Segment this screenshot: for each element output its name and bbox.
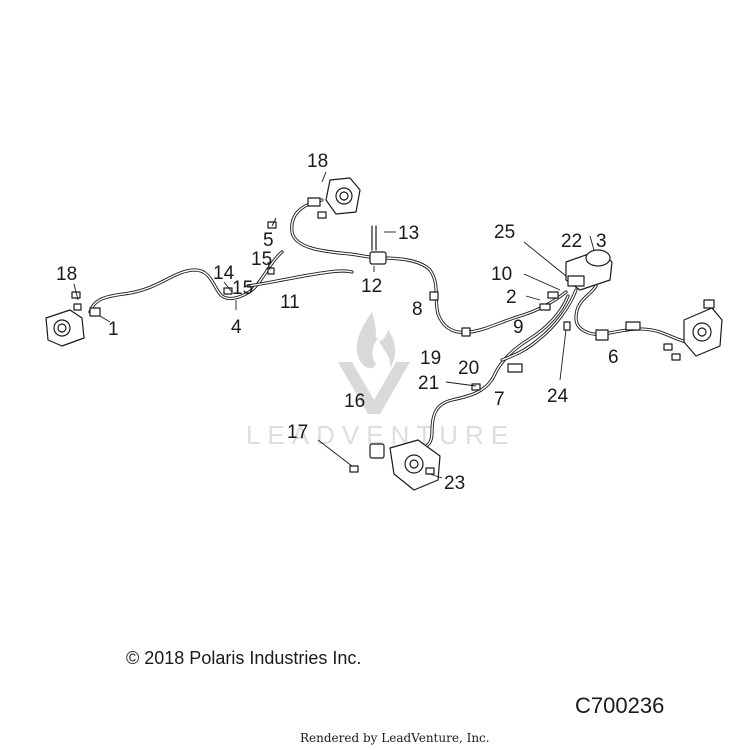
callout-1: 1	[108, 319, 119, 340]
callout-18-top: 18	[307, 151, 328, 172]
master-cylinder-assembly	[539, 249, 613, 311]
callout-22: 22	[561, 231, 582, 252]
copyright-notice: © 2018 Polaris Industries Inc.	[126, 648, 362, 668]
diagram-code: C700236	[575, 693, 665, 718]
brake-line-8	[378, 256, 568, 335]
callout-3: 3	[596, 231, 607, 252]
callout-18-left: 18	[56, 264, 77, 285]
callout-10: 10	[491, 264, 512, 285]
v-mark-watermark-icon	[338, 362, 410, 414]
callout-21: 21	[418, 373, 439, 394]
callout-25: 25	[494, 222, 515, 243]
leader-lines	[73, 171, 595, 479]
tee-fitting-12	[369, 225, 387, 265]
brake-lines	[88, 198, 696, 448]
rear-left-caliper	[369, 439, 441, 491]
callout-6: 6	[608, 347, 619, 368]
callout-9: 9	[513, 317, 524, 338]
callout-11: 11	[280, 292, 300, 313]
callout-16: 16	[344, 391, 365, 412]
callout-labels: 1 2 3 4 5 6 7 8 9 10 11 12 13 14 15 15 1…	[56, 151, 619, 494]
callout-2: 2	[506, 287, 517, 308]
callout-23: 23	[444, 473, 465, 494]
rendered-by-credit: Rendered by LeadVenture, Inc.	[300, 731, 490, 745]
front-right-caliper	[267, 177, 361, 229]
callout-7: 7	[494, 389, 505, 410]
callout-14: 14	[213, 263, 235, 284]
callout-13: 13	[398, 223, 419, 244]
callout-19: 19	[420, 348, 441, 369]
front-left-caliper	[45, 291, 101, 347]
line-clips	[223, 267, 641, 473]
callout-5: 5	[263, 230, 274, 251]
callout-4: 4	[231, 317, 242, 338]
rear-right-caliper	[663, 299, 723, 361]
callout-17: 17	[287, 422, 308, 443]
callout-24: 24	[547, 386, 569, 407]
callout-12: 12	[361, 276, 382, 297]
callout-15-upper: 15	[251, 249, 272, 270]
flame-watermark-icon	[356, 312, 396, 369]
callout-15-lower: 15	[232, 278, 253, 299]
callout-8: 8	[412, 299, 423, 320]
callout-20: 20	[458, 358, 479, 379]
